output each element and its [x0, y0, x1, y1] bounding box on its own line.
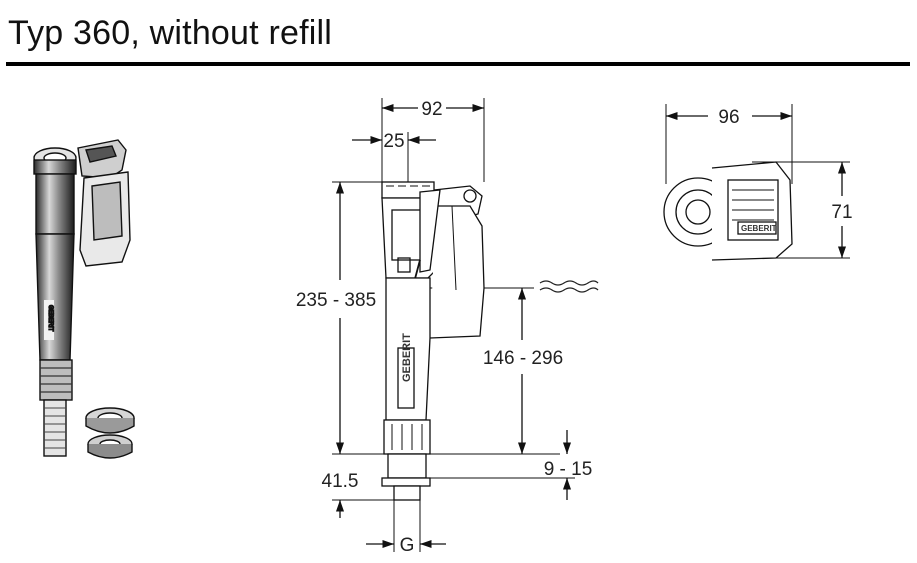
- dim-top-view-depth: 71: [831, 202, 852, 223]
- page-title: Typ 360, without refill: [8, 14, 332, 52]
- dim-height-range: 235 - 385: [296, 290, 376, 311]
- dim-offset-top: 25: [383, 131, 404, 152]
- brand-logo-front: GEBERIT: [401, 333, 413, 382]
- wavy-water-icon: [539, 280, 599, 293]
- brand-logo-top: GEBERIT: [741, 224, 777, 233]
- dim-thread-length: 41.5: [322, 471, 359, 492]
- title-underline: [6, 62, 910, 66]
- dim-protrusion-range: 9 - 15: [544, 459, 593, 480]
- dim-top-view-width: 96: [718, 107, 739, 128]
- product-illustration: GEBERIT: [33, 139, 135, 459]
- brand-logo-illustration: GEBERIT: [47, 305, 53, 332]
- dim-thread-label: G: [400, 535, 415, 556]
- top-view: [663, 104, 850, 261]
- front-elevation: [332, 98, 575, 552]
- dim-water-level-range: 146 - 296: [483, 348, 563, 369]
- dim-width-top: 92: [421, 99, 442, 120]
